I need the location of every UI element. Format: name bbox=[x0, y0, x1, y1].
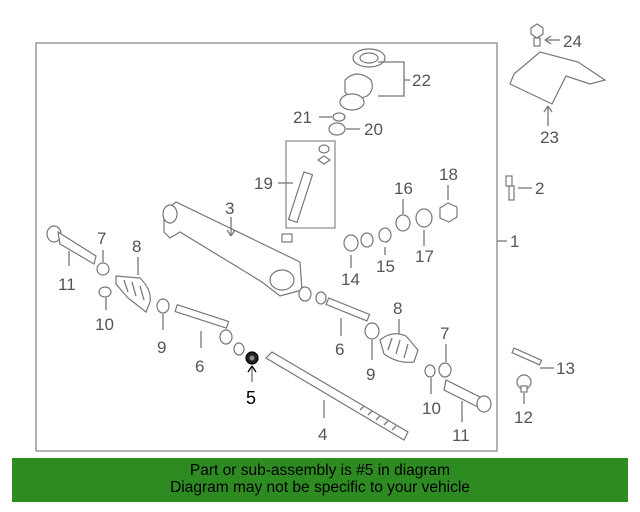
clip-left-10-icon[interactable] bbox=[98, 286, 112, 298]
bolt-2-icon[interactable] bbox=[505, 175, 515, 201]
info-banner: Part or sub-assembly is #5 in diagram Di… bbox=[12, 458, 628, 502]
callout-4: 4 bbox=[318, 425, 327, 444]
clamp-right-7-icon[interactable] bbox=[438, 362, 452, 378]
assembly-frame bbox=[35, 42, 498, 452]
callout-22: 22 bbox=[412, 71, 431, 90]
callout-3: 3 bbox=[225, 199, 234, 218]
pinion-19-icon[interactable] bbox=[287, 144, 332, 224]
callout-5: 5 bbox=[246, 388, 256, 408]
washer-left-icon[interactable] bbox=[233, 342, 245, 356]
callout-15: 15 bbox=[376, 257, 395, 276]
callout-11-left: 11 bbox=[58, 275, 76, 294]
ring-right-9-icon[interactable] bbox=[364, 322, 380, 340]
part-14-icon[interactable] bbox=[343, 234, 359, 252]
callout-21: 21 bbox=[293, 108, 312, 127]
callout-20: 20 bbox=[364, 120, 383, 139]
rack-4-icon[interactable] bbox=[265, 351, 409, 441]
callout-7-left: 7 bbox=[97, 229, 106, 248]
callout-2: 2 bbox=[535, 179, 544, 198]
callout-6-left: 6 bbox=[195, 357, 204, 376]
callout-6-right: 6 bbox=[335, 340, 344, 359]
callout-10-right: 10 bbox=[422, 399, 441, 418]
inner-tie-rod-right-6-icon[interactable] bbox=[315, 291, 371, 322]
callout-23: 23 bbox=[540, 128, 559, 147]
inner-tie-rod-left-6-icon[interactable] bbox=[174, 304, 233, 345]
callout-16: 16 bbox=[394, 179, 413, 198]
callout-9-left: 9 bbox=[157, 338, 166, 357]
callout-19: 19 bbox=[254, 174, 273, 193]
tie-rod-end-right-11-icon[interactable] bbox=[443, 379, 492, 413]
callout-7-right: 7 bbox=[440, 324, 449, 343]
callout-18: 18 bbox=[439, 165, 458, 184]
callout-17: 17 bbox=[415, 247, 434, 266]
tie-rod-end-left-11-icon[interactable] bbox=[46, 225, 97, 265]
ring-right-upper-icon[interactable] bbox=[298, 286, 312, 302]
callout-24: 24 bbox=[563, 32, 582, 51]
cap-12-icon[interactable] bbox=[516, 374, 532, 393]
callout-11-right: 11 bbox=[452, 426, 470, 445]
part-15-icon[interactable] bbox=[360, 227, 392, 248]
clip-right-10-icon[interactable] bbox=[424, 364, 436, 378]
callout-9-right: 9 bbox=[366, 365, 375, 384]
callout-1: 1 bbox=[510, 232, 519, 251]
bushing-20-icon[interactable] bbox=[328, 122, 346, 136]
callout-10-left: 10 bbox=[95, 315, 114, 334]
callout-8-left: 8 bbox=[132, 237, 141, 256]
nut-18-icon[interactable] bbox=[439, 202, 458, 223]
bolt-24-icon[interactable] bbox=[530, 23, 544, 47]
callout-13: 13 bbox=[556, 359, 575, 378]
banner-line-1: Part or sub-assembly is #5 in diagram bbox=[189, 462, 451, 479]
ring-left-9-icon[interactable] bbox=[156, 298, 170, 314]
mount-22-icon[interactable] bbox=[339, 48, 386, 111]
boot-right-8-icon[interactable] bbox=[379, 333, 419, 363]
bracket-23-icon[interactable] bbox=[509, 51, 607, 105]
clamp-left-7-icon[interactable] bbox=[96, 262, 110, 276]
rack-housing-3-icon[interactable] bbox=[162, 201, 303, 297]
washer-21-icon[interactable] bbox=[332, 112, 346, 122]
boot-left-8-icon[interactable] bbox=[115, 275, 151, 313]
callout-14: 14 bbox=[341, 270, 360, 289]
part-5-icon[interactable] bbox=[245, 351, 259, 365]
banner-line-2: Diagram may not be specific to your vehi… bbox=[170, 479, 470, 496]
pinion-group-19 bbox=[285, 140, 336, 229]
parts-diagram: 24 22 23 21 20 19 18 16 2 3 1 14 15 17 7… bbox=[35, 23, 607, 452]
part-16-icon[interactable] bbox=[395, 214, 411, 232]
callout-12: 12 bbox=[514, 408, 533, 427]
callout-8-right: 8 bbox=[393, 299, 402, 318]
bolt-13-icon[interactable] bbox=[511, 347, 543, 366]
part-17-icon[interactable] bbox=[415, 208, 433, 228]
